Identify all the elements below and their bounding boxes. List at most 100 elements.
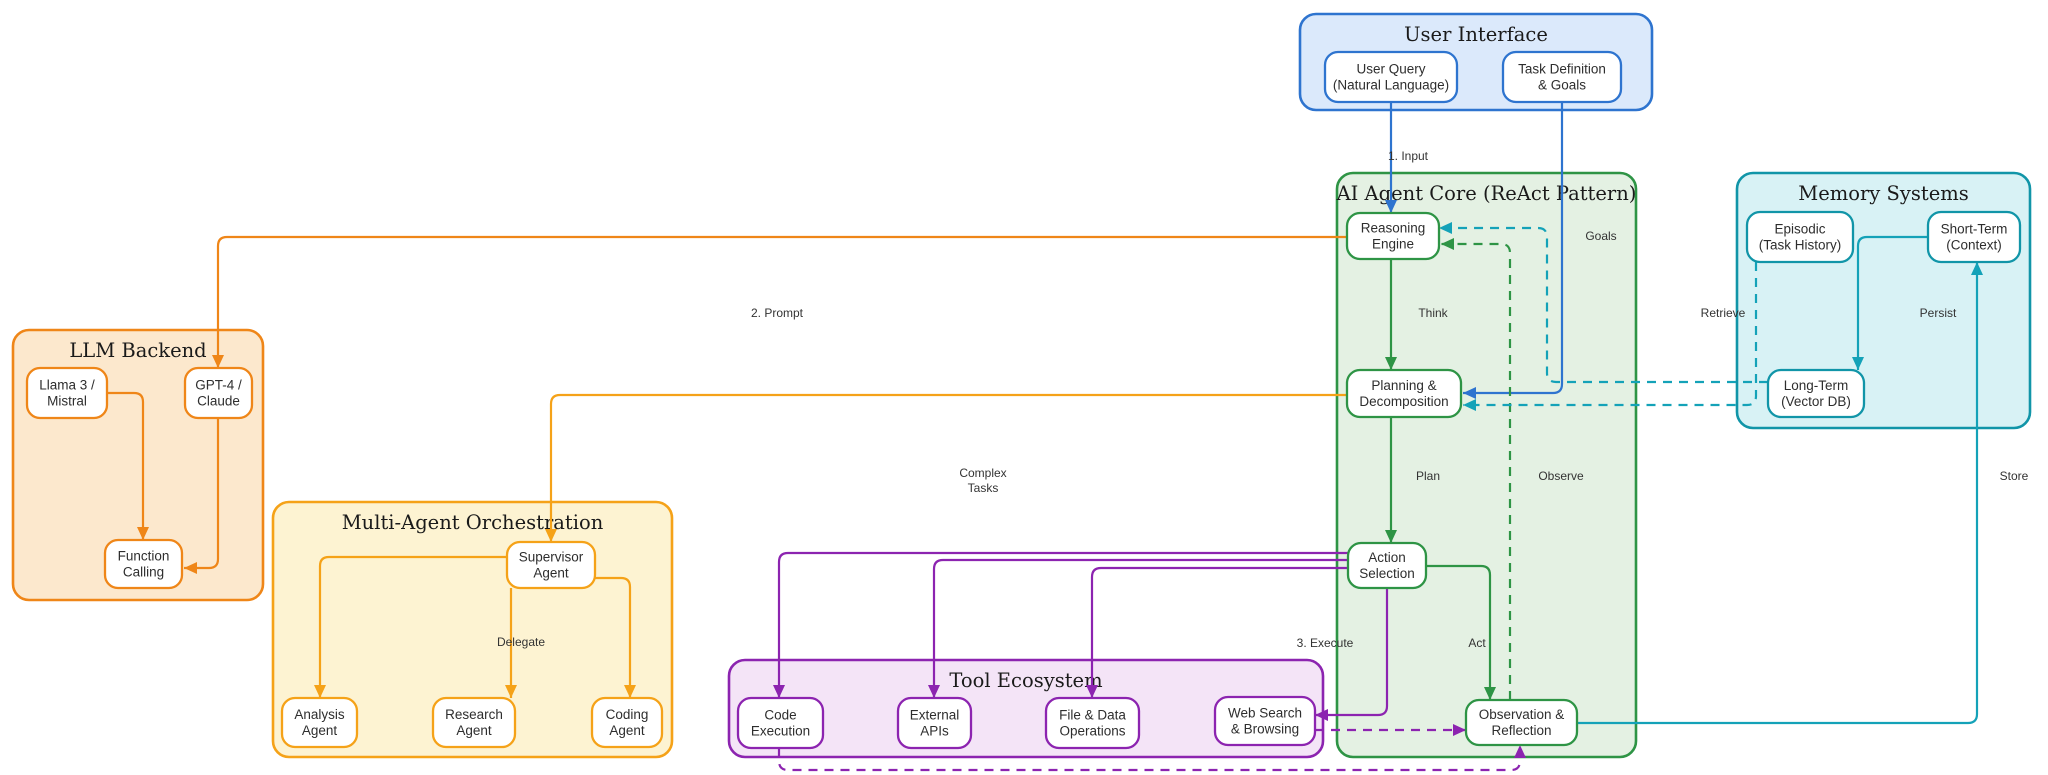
label-retrieve: Retrieve (1701, 306, 1746, 320)
edge-tool-results (777, 745, 1522, 772)
action-selection-node (1346, 541, 1428, 590)
edge-delegate-coding (595, 576, 632, 698)
edge-llama-to-function (107, 391, 145, 540)
edge-observe (1441, 242, 1512, 700)
external-apis-label-line1: External (910, 708, 960, 723)
edge-execute-apis-arrowhead (928, 685, 940, 698)
edge-execute-apis (932, 558, 1348, 698)
tool-ecosystem-container (727, 658, 1325, 759)
web-search-browsing-label-line2: & Browsing (1231, 722, 1299, 737)
label-act: Act (1468, 636, 1486, 650)
edge-act (1426, 564, 1492, 700)
edge-persist (1856, 235, 1928, 370)
gpt4-claude-node (183, 366, 254, 420)
file-data-operations-node (1044, 696, 1141, 750)
observation-reflection-label-line2: Reflection (1491, 723, 1551, 738)
edge-observe-arrowhead (1441, 238, 1454, 250)
code-execution-label-line2: Execution (751, 724, 810, 739)
edge-delegate-analysis-arrowhead (314, 685, 326, 698)
llama-mistral-label-line1: Llama 3 / (39, 378, 95, 393)
episodic-memory-label-line2: (Task History) (1759, 238, 1842, 253)
coding-agent-label-line1: Coding (606, 707, 649, 722)
edge-llama-to-function-arrowhead (137, 527, 149, 540)
edge-goals-arrowhead (1463, 387, 1476, 399)
edge-gpt-to-function-arrowhead (184, 562, 197, 574)
label-delegate: Delegate (497, 635, 545, 649)
edge-input-arrowhead (1385, 200, 1397, 213)
edge-execute-code-arrowhead (773, 685, 785, 698)
edge-delegate-coding-arrowhead (624, 685, 636, 698)
label-execute: 3. Execute (1297, 636, 1354, 650)
edge-execute-web (1315, 588, 1389, 717)
supervisor-agent-node (505, 540, 597, 590)
edge-act-arrowhead (1484, 687, 1496, 700)
reasoning-engine-node (1345, 211, 1441, 261)
analysis-agent-node (280, 696, 359, 749)
llama-mistral-label-line2: Mistral (47, 394, 87, 409)
user-query-label-line1: User Query (1356, 62, 1425, 77)
external-apis-node (896, 696, 973, 750)
label-prompt: 2. Prompt (751, 306, 804, 320)
edge-think-arrowhead (1385, 357, 1397, 370)
label-input: 1. Input (1388, 149, 1429, 163)
long-term-memory-node (1766, 368, 1866, 419)
tool-ecosystem-title: Tool Ecosystem (949, 669, 1102, 692)
edge-plan-arrowhead (1385, 530, 1397, 543)
edge-retrieve-longterm (1439, 226, 1768, 384)
action-selection-label-line2: Selection (1359, 566, 1415, 581)
edge-prompt-arrowhead (212, 355, 224, 368)
edge-execute-code (777, 551, 1348, 698)
reasoning-engine-label-line1: Reasoning (1361, 221, 1426, 236)
multi-agent-orchestration-title: Multi-Agent Orchestration (342, 511, 604, 534)
edge-store (1577, 262, 1979, 725)
episodic-memory-node (1745, 210, 1855, 264)
supervisor-agent-label-line1: Supervisor (519, 550, 584, 565)
reasoning-engine-label-line2: Engine (1372, 237, 1414, 252)
code-execution-node (736, 696, 825, 750)
supervisor-agent-label-line2: Agent (533, 566, 569, 581)
edge-goals (1463, 102, 1564, 395)
planning-decomposition-label-line2: Decomposition (1359, 394, 1448, 409)
edge-complex-tasks (549, 393, 1347, 542)
code-execution-label-line1: Code (764, 708, 796, 723)
long-term-memory-label-line2: (Vector DB) (1781, 394, 1851, 409)
label-complex: Complex (959, 466, 1006, 480)
planning-decomposition-node (1345, 368, 1463, 419)
research-agent-label-line1: Research (445, 707, 503, 722)
planning-decomposition-label-line1: Planning & (1371, 378, 1436, 393)
edge-gpt-to-function (184, 418, 220, 570)
agent-core-container (1335, 171, 1638, 759)
file-data-operations-label-line2: Operations (1059, 724, 1125, 739)
edge-delegate-analysis (318, 555, 507, 698)
label-persist: Persist (1920, 306, 1957, 320)
coding-agent-label-line2: Agent (609, 723, 645, 738)
edge-complex-tasks-arrowhead (545, 529, 557, 542)
memory-systems-title: Memory Systems (1798, 182, 1969, 205)
long-term-memory-label-line1: Long-Term (1784, 378, 1849, 393)
edge-retrieve-episodic (1463, 262, 1758, 407)
edge-store-arrowhead (1971, 262, 1983, 275)
research-agent-node (431, 696, 517, 749)
task-definition-node (1501, 50, 1623, 104)
file-data-operations-label-line1: File & Data (1059, 708, 1126, 723)
short-term-memory-label-line2: (Context) (1946, 238, 2002, 253)
web-search-browsing-label-line1: Web Search (1228, 706, 1302, 721)
user-query-label-line2: (Natural Language) (1333, 78, 1449, 93)
label-think: Think (1418, 306, 1448, 320)
research-agent-label-line2: Agent (456, 723, 492, 738)
edge-delegate-research-arrowhead (505, 685, 517, 698)
action-selection-label-line1: Action (1368, 550, 1406, 565)
short-term-memory-label-line1: Short-Term (1941, 222, 2008, 237)
observation-reflection-node (1464, 698, 1579, 747)
analysis-agent-label-line2: Agent (302, 723, 338, 738)
edge-retrieve-episodic-arrowhead (1463, 399, 1476, 411)
edge-execute-web-arrowhead (1315, 709, 1328, 721)
edge-retrieve-longterm-arrowhead (1439, 222, 1452, 234)
analysis-agent-label-line1: Analysis (294, 707, 345, 722)
edge-prompt (216, 235, 1347, 368)
external-apis-label-line2: APIs (920, 724, 949, 739)
label-tasks: Tasks (968, 481, 999, 495)
edge-persist-arrowhead (1852, 357, 1864, 370)
gpt4-claude-label-line1: GPT-4 / (195, 378, 242, 393)
